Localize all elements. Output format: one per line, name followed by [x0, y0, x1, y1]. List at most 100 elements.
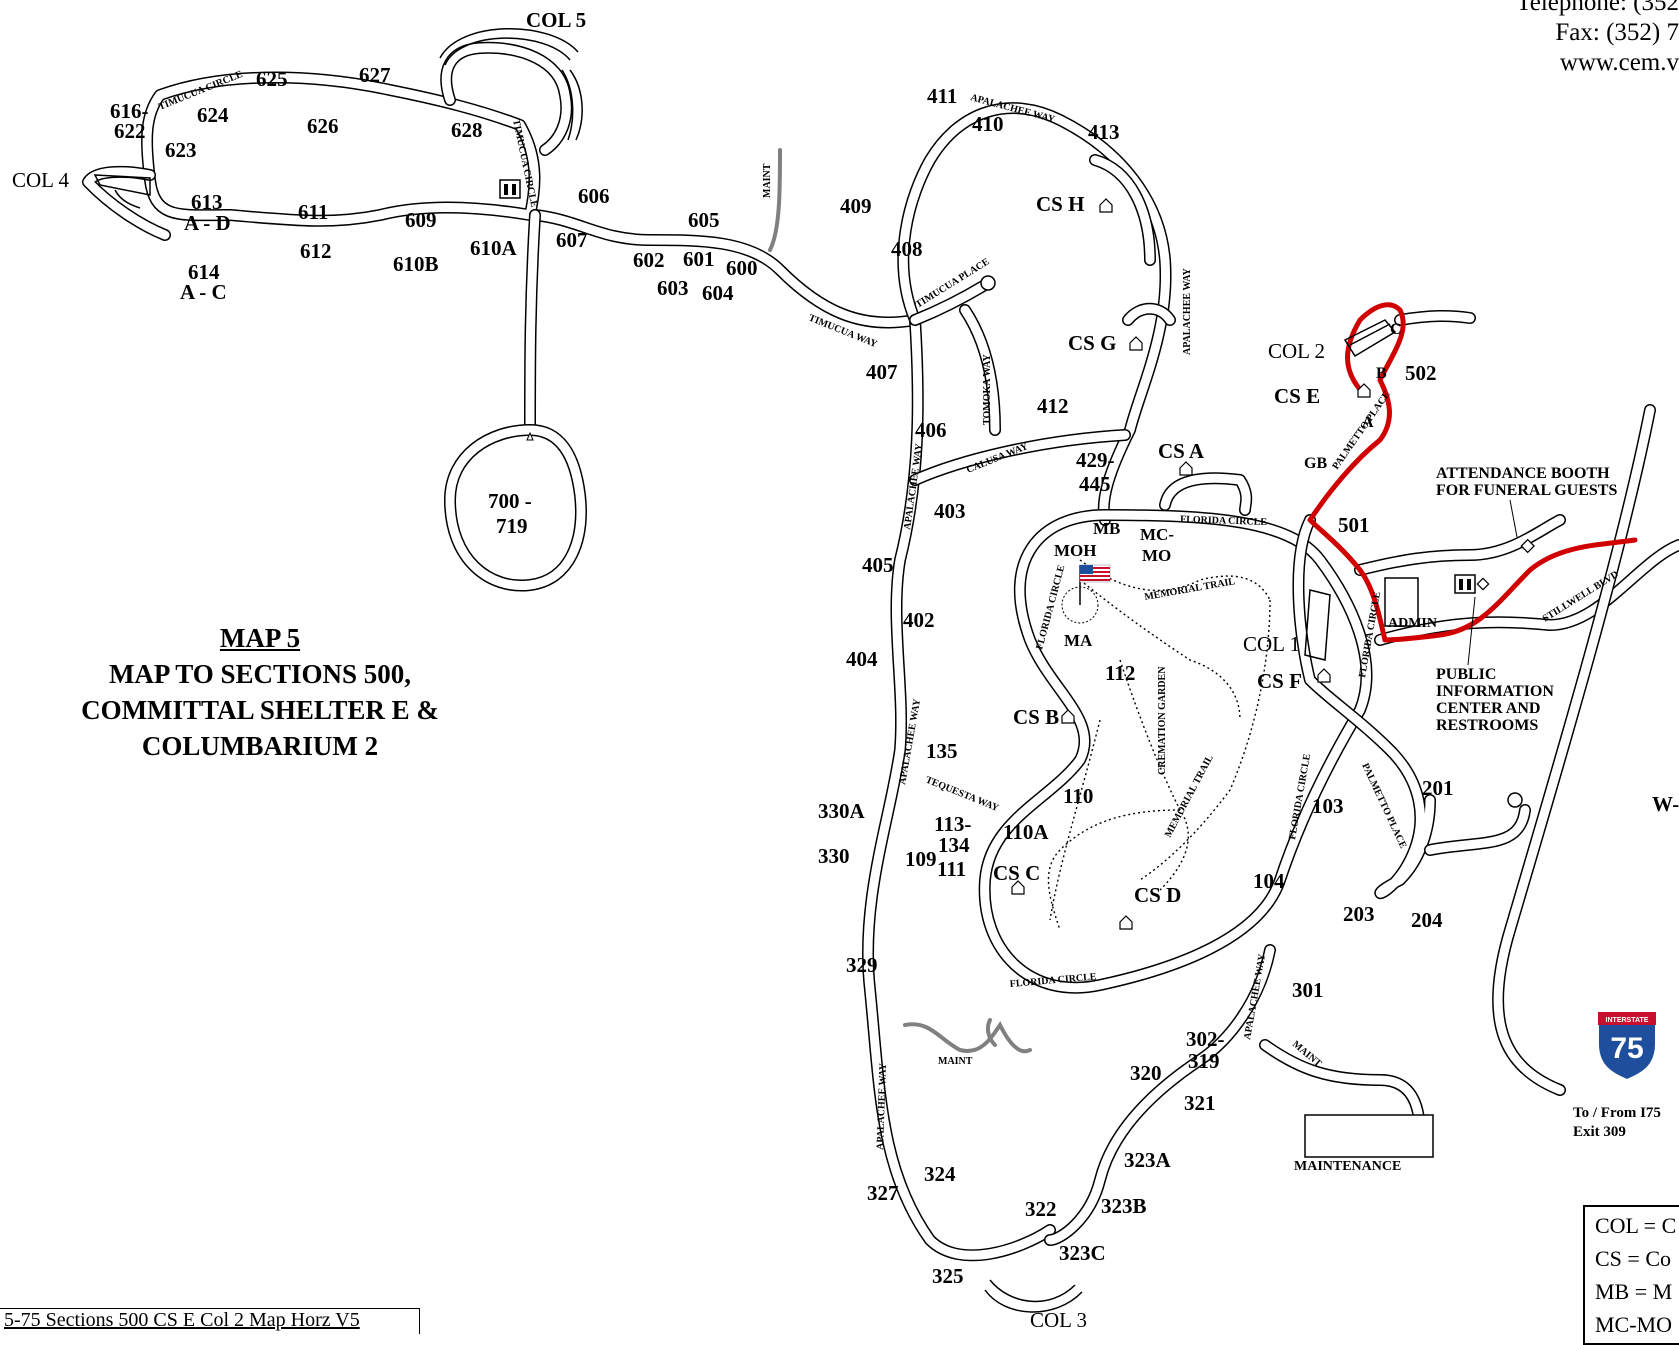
section-label: 616-: [110, 99, 149, 123]
legend-item: MB = M: [1595, 1279, 1673, 1304]
section-label: 103: [1312, 794, 1344, 818]
section-label: 609: [405, 208, 437, 232]
interstate-75-icon: INTERSTATE 75: [1597, 1011, 1657, 1082]
section-label: 321: [1184, 1091, 1216, 1115]
maintenance-roads: [768, 148, 1032, 1054]
section-label: 406: [915, 418, 947, 442]
section-label: 413: [1088, 120, 1120, 144]
map-title-line: COMMITTAL SHELTER E &: [81, 695, 439, 725]
section-label: 319: [1188, 1049, 1220, 1073]
section-label: 627: [359, 63, 391, 87]
col2-b-label: B: [1376, 365, 1387, 382]
section-label: 203: [1343, 902, 1375, 926]
map-title: MAP 5 MAP TO SECTIONS 500, COMMITTAL SHE…: [40, 620, 480, 764]
map-title-line: MAP TO SECTIONS 500,: [108, 659, 412, 689]
ma-label: MA: [1064, 631, 1093, 650]
footer-filename-text: 5-75 Sections 500 CS E Col 2 Map Horz V5: [4, 1309, 360, 1331]
road-label: APALACHEE WAY: [1242, 952, 1268, 1040]
pic-label: CENTER AND: [1436, 700, 1540, 717]
cse-label: CS E: [1274, 384, 1320, 408]
section-label: 612: [300, 239, 332, 263]
interstate-number: 75: [1610, 1032, 1643, 1065]
col1-shape: [1304, 589, 1331, 661]
col2-label: COL 2: [1268, 339, 1325, 363]
road-label: APALACHEE WAY: [902, 442, 925, 530]
section-label: 429-: [1076, 448, 1115, 472]
section-label: 409: [840, 194, 872, 218]
exit-label: Exit 309: [1573, 1124, 1626, 1140]
road-label: CREMATION GARDEN: [1157, 666, 1168, 775]
admin-building: [1384, 577, 1419, 627]
section-label: 323B: [1101, 1194, 1147, 1218]
section-label: 327: [867, 1181, 899, 1205]
csc-label: CS C: [993, 861, 1040, 885]
map-title-number: MAP 5: [219, 623, 301, 653]
timucua-place-cul-de-sac: [980, 275, 996, 291]
section-label: 625: [256, 67, 288, 91]
section-label: 407: [866, 360, 898, 384]
pic-label: PUBLIC: [1436, 666, 1496, 683]
section-label: 411: [927, 84, 957, 108]
road-label: MEMORIAL TRAIL: [1163, 753, 1216, 839]
road-label: TEQUESTA WAY: [924, 775, 1001, 815]
road-label: APALACHEE WAY: [875, 1062, 889, 1150]
section-label: 404: [846, 647, 878, 671]
section-label: 113-: [934, 812, 971, 836]
shelter-icons: [1011, 198, 1371, 930]
road-network: [82, 41, 1679, 1262]
col1-label: COL 1: [1243, 632, 1300, 656]
header-web: www.cem.v: [1559, 49, 1679, 76]
section-label: 330A: [818, 799, 866, 823]
section-labels: 616- 622 624 625 627 626 628 623 613 A -…: [110, 63, 1454, 1288]
section-label: 330: [818, 844, 850, 868]
section-label: 412: [1037, 394, 1069, 418]
moh-label: MOH: [1054, 541, 1097, 560]
section-label: 603: [657, 276, 689, 300]
legend-item: COL = C: [1595, 1213, 1677, 1238]
col5-shape: [439, 28, 583, 141]
map-title-line: COLUMBARIUM 2: [141, 731, 379, 761]
section-label: 501: [1338, 513, 1370, 537]
col4-label: COL 4: [12, 168, 69, 192]
section-label: 445: [1079, 472, 1111, 496]
legend: COL = C CS = Co MB = M MC-MO: [1583, 1205, 1679, 1345]
section-label: 325: [932, 1264, 964, 1288]
section-label: 614: [188, 260, 220, 284]
csf-label: CS F: [1257, 669, 1302, 693]
section-label: 622: [114, 119, 146, 143]
section-label: 626: [307, 114, 339, 138]
col3-shape: [984, 1279, 1083, 1313]
section-label: 605: [688, 208, 720, 232]
road-label: MAINT: [762, 163, 773, 198]
col2-shape: [1343, 319, 1397, 358]
road-label: MEMORIAL TRAIL: [1144, 576, 1237, 603]
section-label: 323A: [1124, 1148, 1172, 1172]
booth-label: ATTENDANCE BOOTH: [1436, 465, 1610, 482]
col2-c-label: C: [1390, 321, 1402, 338]
section-label: 405: [862, 553, 894, 577]
section-label: 104: [1253, 869, 1285, 893]
section-label: 700 -: [488, 489, 532, 513]
section-label: A - D: [184, 211, 231, 235]
section-label: 112: [1105, 661, 1135, 685]
section-label: 607: [556, 228, 588, 252]
section-label: 323C: [1059, 1241, 1106, 1265]
section-label: 110A: [1003, 820, 1049, 844]
section-label: 602: [633, 248, 665, 272]
road-label: MAINT: [938, 1056, 973, 1067]
maintenance-building: [1304, 1114, 1434, 1158]
section-label: 606: [578, 184, 610, 208]
restroom-icon: [499, 179, 521, 199]
w-label: W-: [1652, 792, 1679, 816]
arrow-icon: [526, 431, 534, 441]
col2-a-label: A: [1362, 414, 1374, 431]
annotations: ATTENDANCE BOOTH FOR FUNERAL GUESTS PUBL…: [1436, 465, 1661, 1140]
legend-item: CS = Co: [1595, 1246, 1671, 1271]
section-label: 135: [926, 739, 958, 763]
maintenance-label: MAINTENANCE: [1294, 1159, 1401, 1174]
section-label: 134: [938, 833, 970, 857]
gb-label: GB: [1304, 455, 1327, 472]
section-label: 624: [197, 103, 229, 127]
footer-filename: 5-75 Sections 500 CS E Col 2 Map Horz V5: [0, 1308, 420, 1334]
